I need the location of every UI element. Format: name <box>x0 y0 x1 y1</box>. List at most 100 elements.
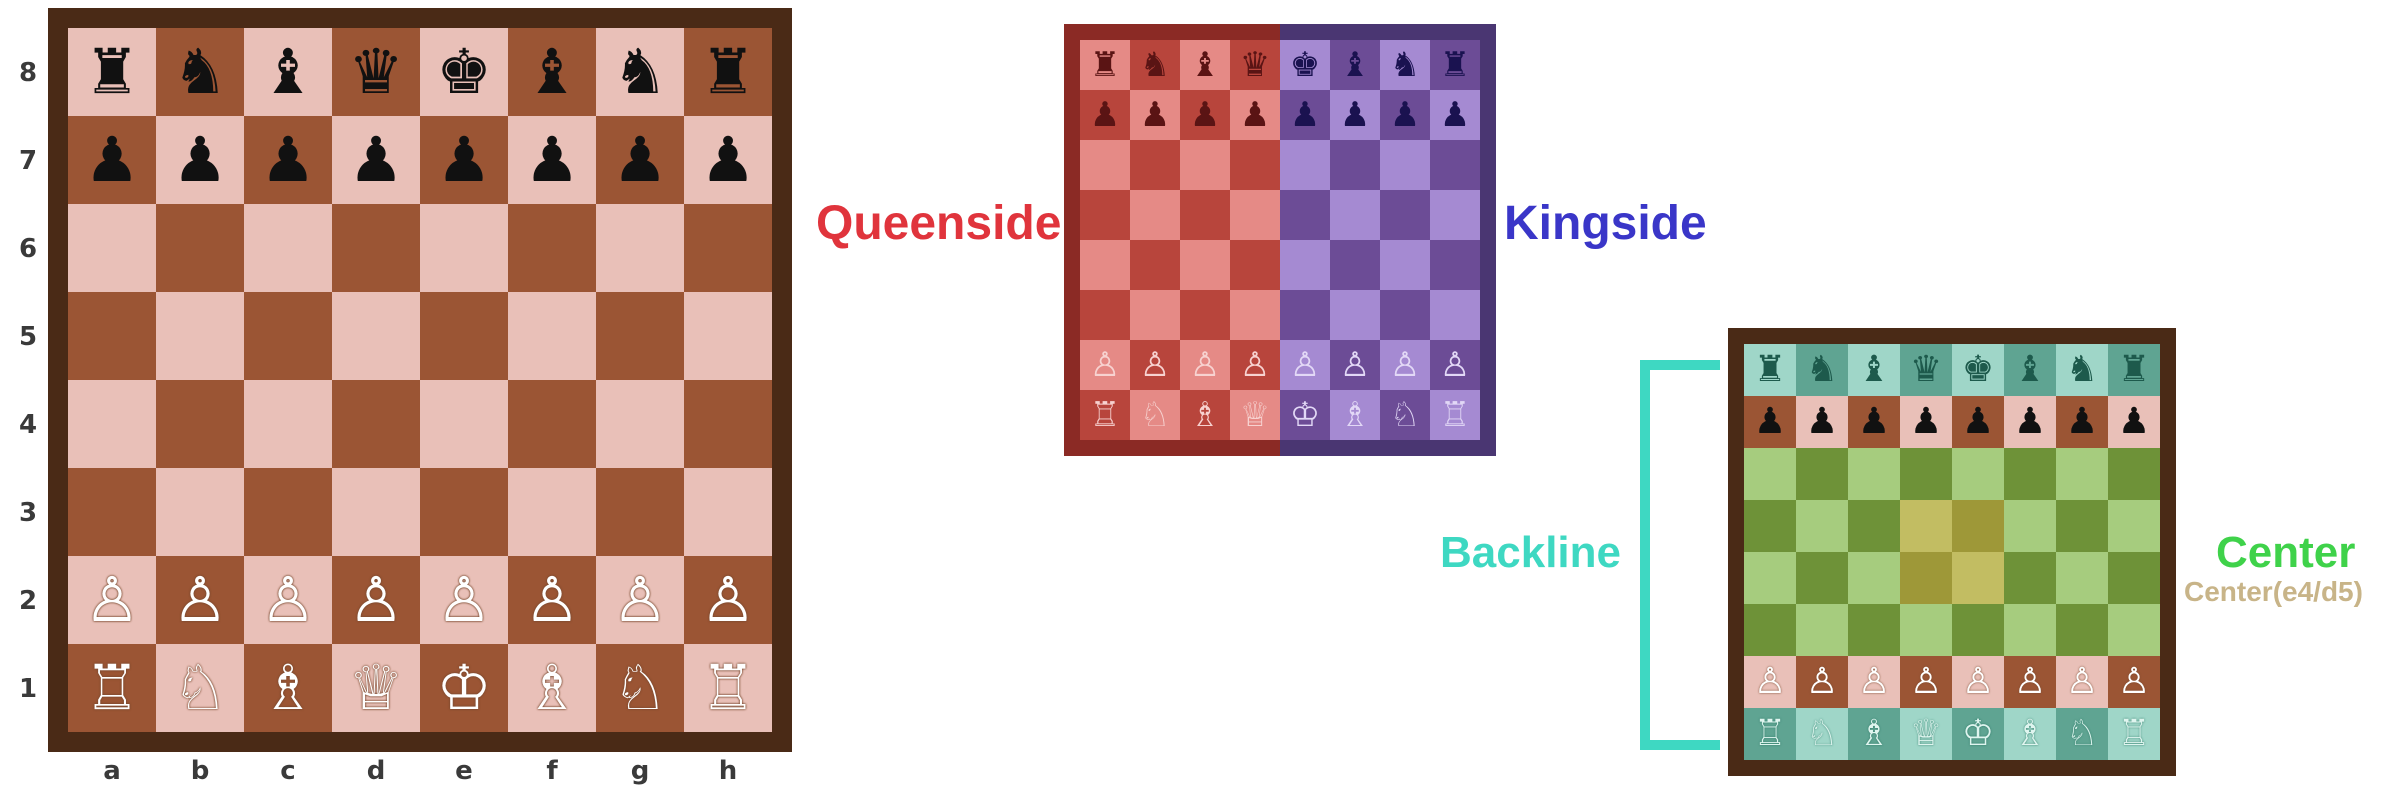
square-b4[interactable] <box>156 380 244 468</box>
square-e6[interactable] <box>1280 140 1330 190</box>
square-f4[interactable] <box>1330 240 1380 290</box>
square-c7[interactable]: ♟ <box>1848 396 1900 448</box>
square-a7[interactable]: ♟ <box>1744 396 1796 448</box>
square-a2[interactable]: ♙ <box>1744 656 1796 708</box>
square-d5[interactable] <box>1900 500 1952 552</box>
square-b8[interactable]: ♞ <box>156 28 244 116</box>
square-g8[interactable]: ♞ <box>596 28 684 116</box>
square-b1[interactable]: ♘ <box>1130 390 1180 440</box>
square-a6[interactable] <box>68 204 156 292</box>
chess-piece-icon[interactable]: ♙ <box>1961 661 1995 702</box>
chess-piece-icon[interactable]: ♛ <box>1239 45 1271 85</box>
square-b2[interactable]: ♙ <box>156 556 244 644</box>
square-b6[interactable] <box>156 204 244 292</box>
chess-piece-icon[interactable]: ♜ <box>1089 45 1121 85</box>
square-h6[interactable] <box>684 204 772 292</box>
square-h7[interactable]: ♟ <box>684 116 772 204</box>
square-h1[interactable]: ♖ <box>684 644 772 732</box>
square-e1[interactable]: ♔ <box>420 644 508 732</box>
chess-piece-icon[interactable]: ♜ <box>1439 45 1471 85</box>
chess-piece-icon[interactable]: ♜ <box>700 35 756 108</box>
chess-piece-icon[interactable]: ♟ <box>1089 95 1121 135</box>
square-c1[interactable]: ♗ <box>244 644 332 732</box>
square-d3[interactable] <box>1230 290 1280 340</box>
chess-piece-icon[interactable]: ♖ <box>84 651 140 724</box>
square-g4[interactable] <box>1380 240 1430 290</box>
chess-piece-icon[interactable]: ♖ <box>1753 713 1787 754</box>
chess-piece-icon[interactable]: ♚ <box>436 35 492 108</box>
square-d4[interactable] <box>1230 240 1280 290</box>
square-c6[interactable] <box>244 204 332 292</box>
square-g8[interactable]: ♞ <box>1380 40 1430 90</box>
chess-piece-icon[interactable]: ♗ <box>1189 395 1221 435</box>
square-c1[interactable]: ♗ <box>1180 390 1230 440</box>
square-a5[interactable] <box>1080 190 1130 240</box>
square-f1[interactable]: ♗ <box>1330 390 1380 440</box>
chess-piece-icon[interactable]: ♙ <box>700 563 756 636</box>
square-d1[interactable]: ♕ <box>332 644 420 732</box>
square-d2[interactable]: ♙ <box>332 556 420 644</box>
square-c4[interactable] <box>1848 552 1900 604</box>
square-c2[interactable]: ♙ <box>1848 656 1900 708</box>
square-d2[interactable]: ♙ <box>1900 656 1952 708</box>
square-a1[interactable]: ♖ <box>1744 708 1796 760</box>
square-g7[interactable]: ♟ <box>2056 396 2108 448</box>
square-c7[interactable]: ♟ <box>244 116 332 204</box>
square-g4[interactable] <box>2056 552 2108 604</box>
chess-piece-icon[interactable]: ♟ <box>1189 95 1221 135</box>
square-b1[interactable]: ♘ <box>1796 708 1848 760</box>
chess-piece-icon[interactable]: ♛ <box>1909 349 1943 390</box>
square-g2[interactable]: ♙ <box>596 556 684 644</box>
square-a5[interactable] <box>1744 500 1796 552</box>
chess-piece-icon[interactable]: ♘ <box>1389 395 1421 435</box>
chess-piece-icon[interactable]: ♟ <box>1909 401 1943 442</box>
square-a8[interactable]: ♜ <box>1744 344 1796 396</box>
chess-piece-icon[interactable]: ♟ <box>172 123 228 196</box>
chess-piece-icon[interactable]: ♟ <box>612 123 668 196</box>
chess-piece-icon[interactable]: ♙ <box>1139 345 1171 385</box>
square-f4[interactable] <box>508 380 596 468</box>
square-b7[interactable]: ♟ <box>156 116 244 204</box>
square-c5[interactable] <box>1180 190 1230 240</box>
square-h8[interactable]: ♜ <box>684 28 772 116</box>
square-g8[interactable]: ♞ <box>2056 344 2108 396</box>
square-a7[interactable]: ♟ <box>1080 90 1130 140</box>
chess-piece-icon[interactable]: ♟ <box>1805 401 1839 442</box>
square-g2[interactable]: ♙ <box>1380 340 1430 390</box>
square-e3[interactable] <box>420 468 508 556</box>
square-d7[interactable]: ♟ <box>1230 90 1280 140</box>
square-a3[interactable] <box>1080 290 1130 340</box>
square-g7[interactable]: ♟ <box>1380 90 1430 140</box>
chess-piece-icon[interactable]: ♚ <box>1289 45 1321 85</box>
chess-piece-icon[interactable]: ♟ <box>1753 401 1787 442</box>
square-f5[interactable] <box>1330 190 1380 240</box>
chess-piece-icon[interactable]: ♛ <box>348 35 404 108</box>
square-e7[interactable]: ♟ <box>1952 396 2004 448</box>
square-e1[interactable]: ♔ <box>1952 708 2004 760</box>
chess-piece-icon[interactable]: ♟ <box>1139 95 1171 135</box>
square-g3[interactable] <box>596 468 684 556</box>
square-c6[interactable] <box>1848 448 1900 500</box>
chess-piece-icon[interactable]: ♘ <box>1805 713 1839 754</box>
square-b3[interactable] <box>1796 604 1848 656</box>
chess-piece-icon[interactable]: ♖ <box>700 651 756 724</box>
chess-piece-icon[interactable]: ♘ <box>172 651 228 724</box>
square-f4[interactable] <box>2004 552 2056 604</box>
chess-piece-icon[interactable]: ♕ <box>1239 395 1271 435</box>
square-g3[interactable] <box>1380 290 1430 340</box>
square-c4[interactable] <box>244 380 332 468</box>
chess-piece-icon[interactable]: ♙ <box>1753 661 1787 702</box>
square-h7[interactable]: ♟ <box>2108 396 2160 448</box>
chess-piece-icon[interactable]: ♟ <box>436 123 492 196</box>
square-g6[interactable] <box>2056 448 2108 500</box>
square-d3[interactable] <box>1900 604 1952 656</box>
square-d4[interactable] <box>332 380 420 468</box>
square-e5[interactable] <box>1280 190 1330 240</box>
square-f6[interactable] <box>2004 448 2056 500</box>
chess-piece-icon[interactable]: ♟ <box>348 123 404 196</box>
square-g7[interactable]: ♟ <box>596 116 684 204</box>
chess-piece-icon[interactable]: ♟ <box>260 123 316 196</box>
square-h2[interactable]: ♙ <box>1430 340 1480 390</box>
square-h6[interactable] <box>1430 140 1480 190</box>
square-b6[interactable] <box>1130 140 1180 190</box>
